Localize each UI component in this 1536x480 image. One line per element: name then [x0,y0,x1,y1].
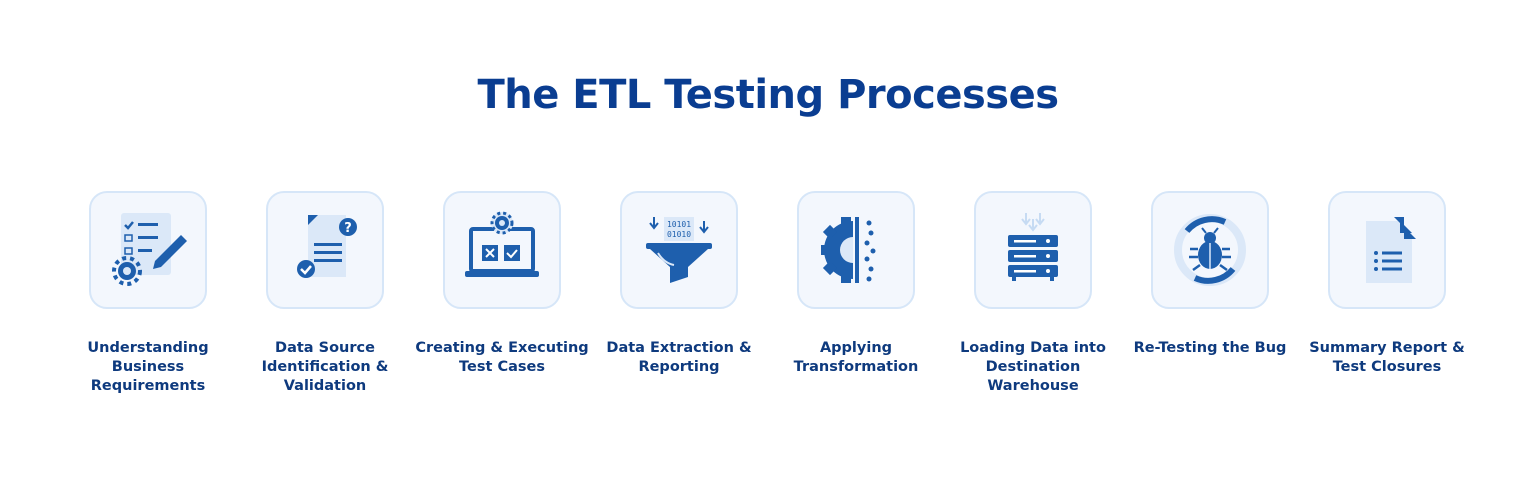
step-label: Loading Data into Destination Warehouse [960,340,1106,394]
document-question-icon: ? [297,215,357,278]
step-tile [1328,191,1446,309]
step-label: Understanding Business Requirements [87,340,209,394]
step-label: Data Extraction & Reporting [606,340,752,375]
step-label: Summary Report & Test Closures [1309,340,1465,375]
bug-cycle-icon [1174,214,1246,286]
svg-text:?: ? [344,221,352,236]
requirements-checklist-icon [112,213,187,286]
step-tile: 10101 01010 [620,191,738,309]
step-tile: ? [266,191,384,309]
step-tile [1151,191,1269,309]
svg-text:01010: 01010 [667,230,691,239]
step-label: Creating & Executing Test Cases [415,340,589,375]
step-tile [89,191,207,309]
data-funnel-icon: 10101 01010 [646,217,712,283]
step-tile [974,191,1092,309]
server-warehouse-icon [1008,213,1058,281]
summary-report-icon [1366,217,1416,283]
step-label: Applying Transformation [793,340,919,375]
step-label: Data Source Identification & Validation [261,340,389,394]
gear-transformation-icon [821,217,876,283]
step-tile [797,191,915,309]
svg-text:10101: 10101 [667,220,691,229]
step-tile [443,191,561,309]
page-title: The ETL Testing Processes [477,72,1059,118]
step-label: Re-Testing the Bug [1133,340,1287,356]
laptop-test-cases-icon [465,211,539,277]
